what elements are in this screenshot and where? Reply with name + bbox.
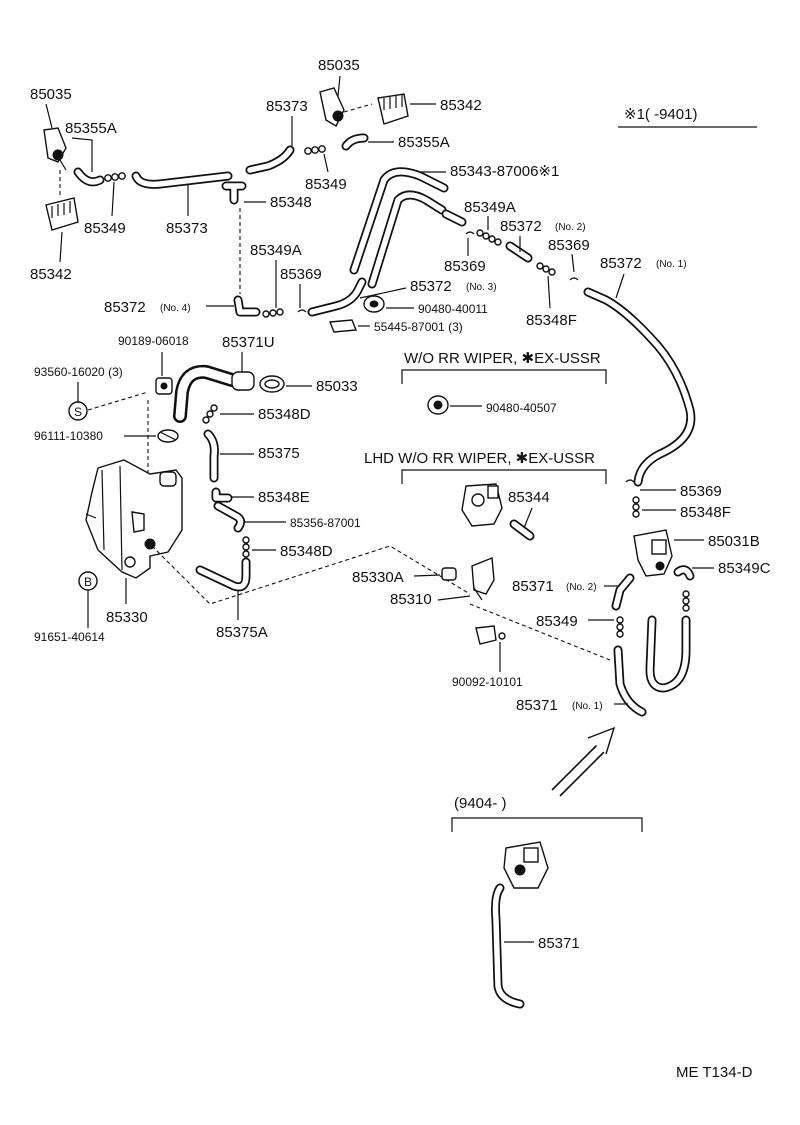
tag-85372-no2: (No. 2) <box>555 222 586 233</box>
grommet-90480-40507 <box>427 395 449 415</box>
connector-85348F-top <box>536 262 556 276</box>
note-label: ※1( -9401) <box>624 106 697 123</box>
tag-85371-no1: (No. 1) <box>572 701 603 712</box>
label-85349C: 85349C <box>718 560 771 577</box>
washer-tank-85330 <box>85 459 183 579</box>
pad-55445 <box>329 319 357 333</box>
variant-lhd: LHD W/O RR WIPER, ✱EX-USSR <box>364 450 595 467</box>
label-85349-mid: 85349 <box>305 176 347 193</box>
label-85371-no2: 85371 <box>512 578 554 595</box>
label-85369-c: 85369 <box>280 266 322 283</box>
label-85342-right: 85342 <box>440 97 482 114</box>
label-85035-right: 85035 <box>318 57 360 74</box>
connector-85349-left <box>104 172 126 182</box>
label-85375A: 85375A <box>216 624 268 641</box>
label-85035-left: 85035 <box>30 86 72 103</box>
clamp-90092 <box>475 625 506 645</box>
symbol-s: S <box>74 405 82 419</box>
label-90480-40507: 90480-40507 <box>486 401 557 415</box>
label-85342-left: 85342 <box>30 266 72 283</box>
tee-85348 <box>221 181 247 205</box>
variant-wo-rr-wiper: W/O RR WIPER, ✱EX-USSR <box>404 350 601 367</box>
connector-85349A-left <box>262 308 284 318</box>
grommet-90189 <box>155 377 173 395</box>
connector-85349C-chain <box>682 590 690 612</box>
label-85356: 85356-87001 <box>290 516 361 530</box>
label-93560: 93560-16020 (3) <box>34 365 123 379</box>
label-85369-b: 85369 <box>548 237 590 254</box>
footer-code: ME T134-D <box>676 1064 753 1081</box>
clip-96111 <box>157 429 179 443</box>
label-90480-40011: 90480-40011 <box>418 302 488 316</box>
label-90092: 90092-10101 <box>452 675 523 689</box>
label-85348D-bottom: 85348D <box>280 543 333 560</box>
connector-85348D-bottom <box>242 536 250 558</box>
connector-85348D-top <box>202 404 218 424</box>
label-85330: 85330 <box>106 609 148 626</box>
label-85310: 85310 <box>390 591 432 608</box>
label-85371-no1: 85371 <box>516 697 558 714</box>
bracket-85310 <box>471 557 495 601</box>
corrugated-hose-85371U <box>173 364 255 423</box>
connector-85349-mid <box>304 145 326 155</box>
tag-85372-no1: (No. 1) <box>656 259 687 270</box>
label-85373-bottom: 85373 <box>166 220 208 237</box>
tag-85372-no4: (No. 4) <box>160 303 191 314</box>
label-85344: 85344 <box>508 489 550 506</box>
clamp-85033 <box>259 375 285 393</box>
bracket-right <box>377 93 409 125</box>
label-85349-left: 85349 <box>84 220 126 237</box>
label-85355A-right: 85355A <box>398 134 450 151</box>
tag-85372-no3: (No. 3) <box>466 282 497 293</box>
label-85375: 85375 <box>258 445 300 462</box>
note-header: ※1( -9401) <box>618 106 757 128</box>
connector-85349A-right <box>476 229 502 246</box>
valve-85031B <box>633 529 673 577</box>
variant-9404: (9404- ) <box>454 795 507 812</box>
label-85371-bottom: 85371 <box>538 935 580 952</box>
label-85369-a: 85369 <box>444 258 486 275</box>
label-85343: 85343-87006※1 <box>450 163 559 180</box>
label-85349-right: 85349 <box>536 613 578 630</box>
label-85348D-top: 85348D <box>258 406 311 423</box>
label-90189: 90189-06018 <box>118 334 189 348</box>
pump-85344 <box>461 483 503 527</box>
label-85371U: 85371U <box>222 334 275 351</box>
nozzle-right <box>319 87 345 127</box>
label-91651: 91651-40614 <box>34 630 105 644</box>
grommet-90480-40011 <box>363 295 385 313</box>
label-85372-no2: 85372 <box>500 218 542 235</box>
arrow-indicator <box>551 726 616 797</box>
label-85348E: 85348E <box>258 489 310 506</box>
label-85369-d: 85369 <box>680 483 722 500</box>
label-96111: 96111-10380 <box>34 429 103 443</box>
valve-9404 <box>503 841 549 889</box>
label-85373-top: 85373 <box>266 98 308 115</box>
symbol-s-circle <box>68 401 88 421</box>
label-85031B: 85031B <box>708 533 760 550</box>
label-85348: 85348 <box>270 194 312 211</box>
label-85349A-right: 85349A <box>464 199 516 216</box>
label-85355A-left: 85355A <box>65 120 117 137</box>
label-85349A-left: 85349A <box>250 242 302 259</box>
connector-85349-right <box>616 616 624 638</box>
bolt-85330A <box>441 567 457 581</box>
tag-85371-no2: (No. 2) <box>566 582 597 593</box>
label-85372-no3: 85372 <box>410 278 452 295</box>
symbol-b: B <box>84 575 92 589</box>
label-85348F-top: 85348F <box>526 312 577 329</box>
label-85348F-bottom: 85348F <box>680 504 731 521</box>
label-85033: 85033 <box>316 378 358 395</box>
label-85330A: 85330A <box>352 569 404 586</box>
label-85372-no1: 85372 <box>600 255 642 272</box>
label-55445: 55445-87001 (3) <box>374 320 463 334</box>
label-85372-no4: 85372 <box>104 299 146 316</box>
bracket-left <box>45 197 79 231</box>
nozzle-left <box>43 127 67 171</box>
connector-85348F-bottom <box>632 496 640 518</box>
